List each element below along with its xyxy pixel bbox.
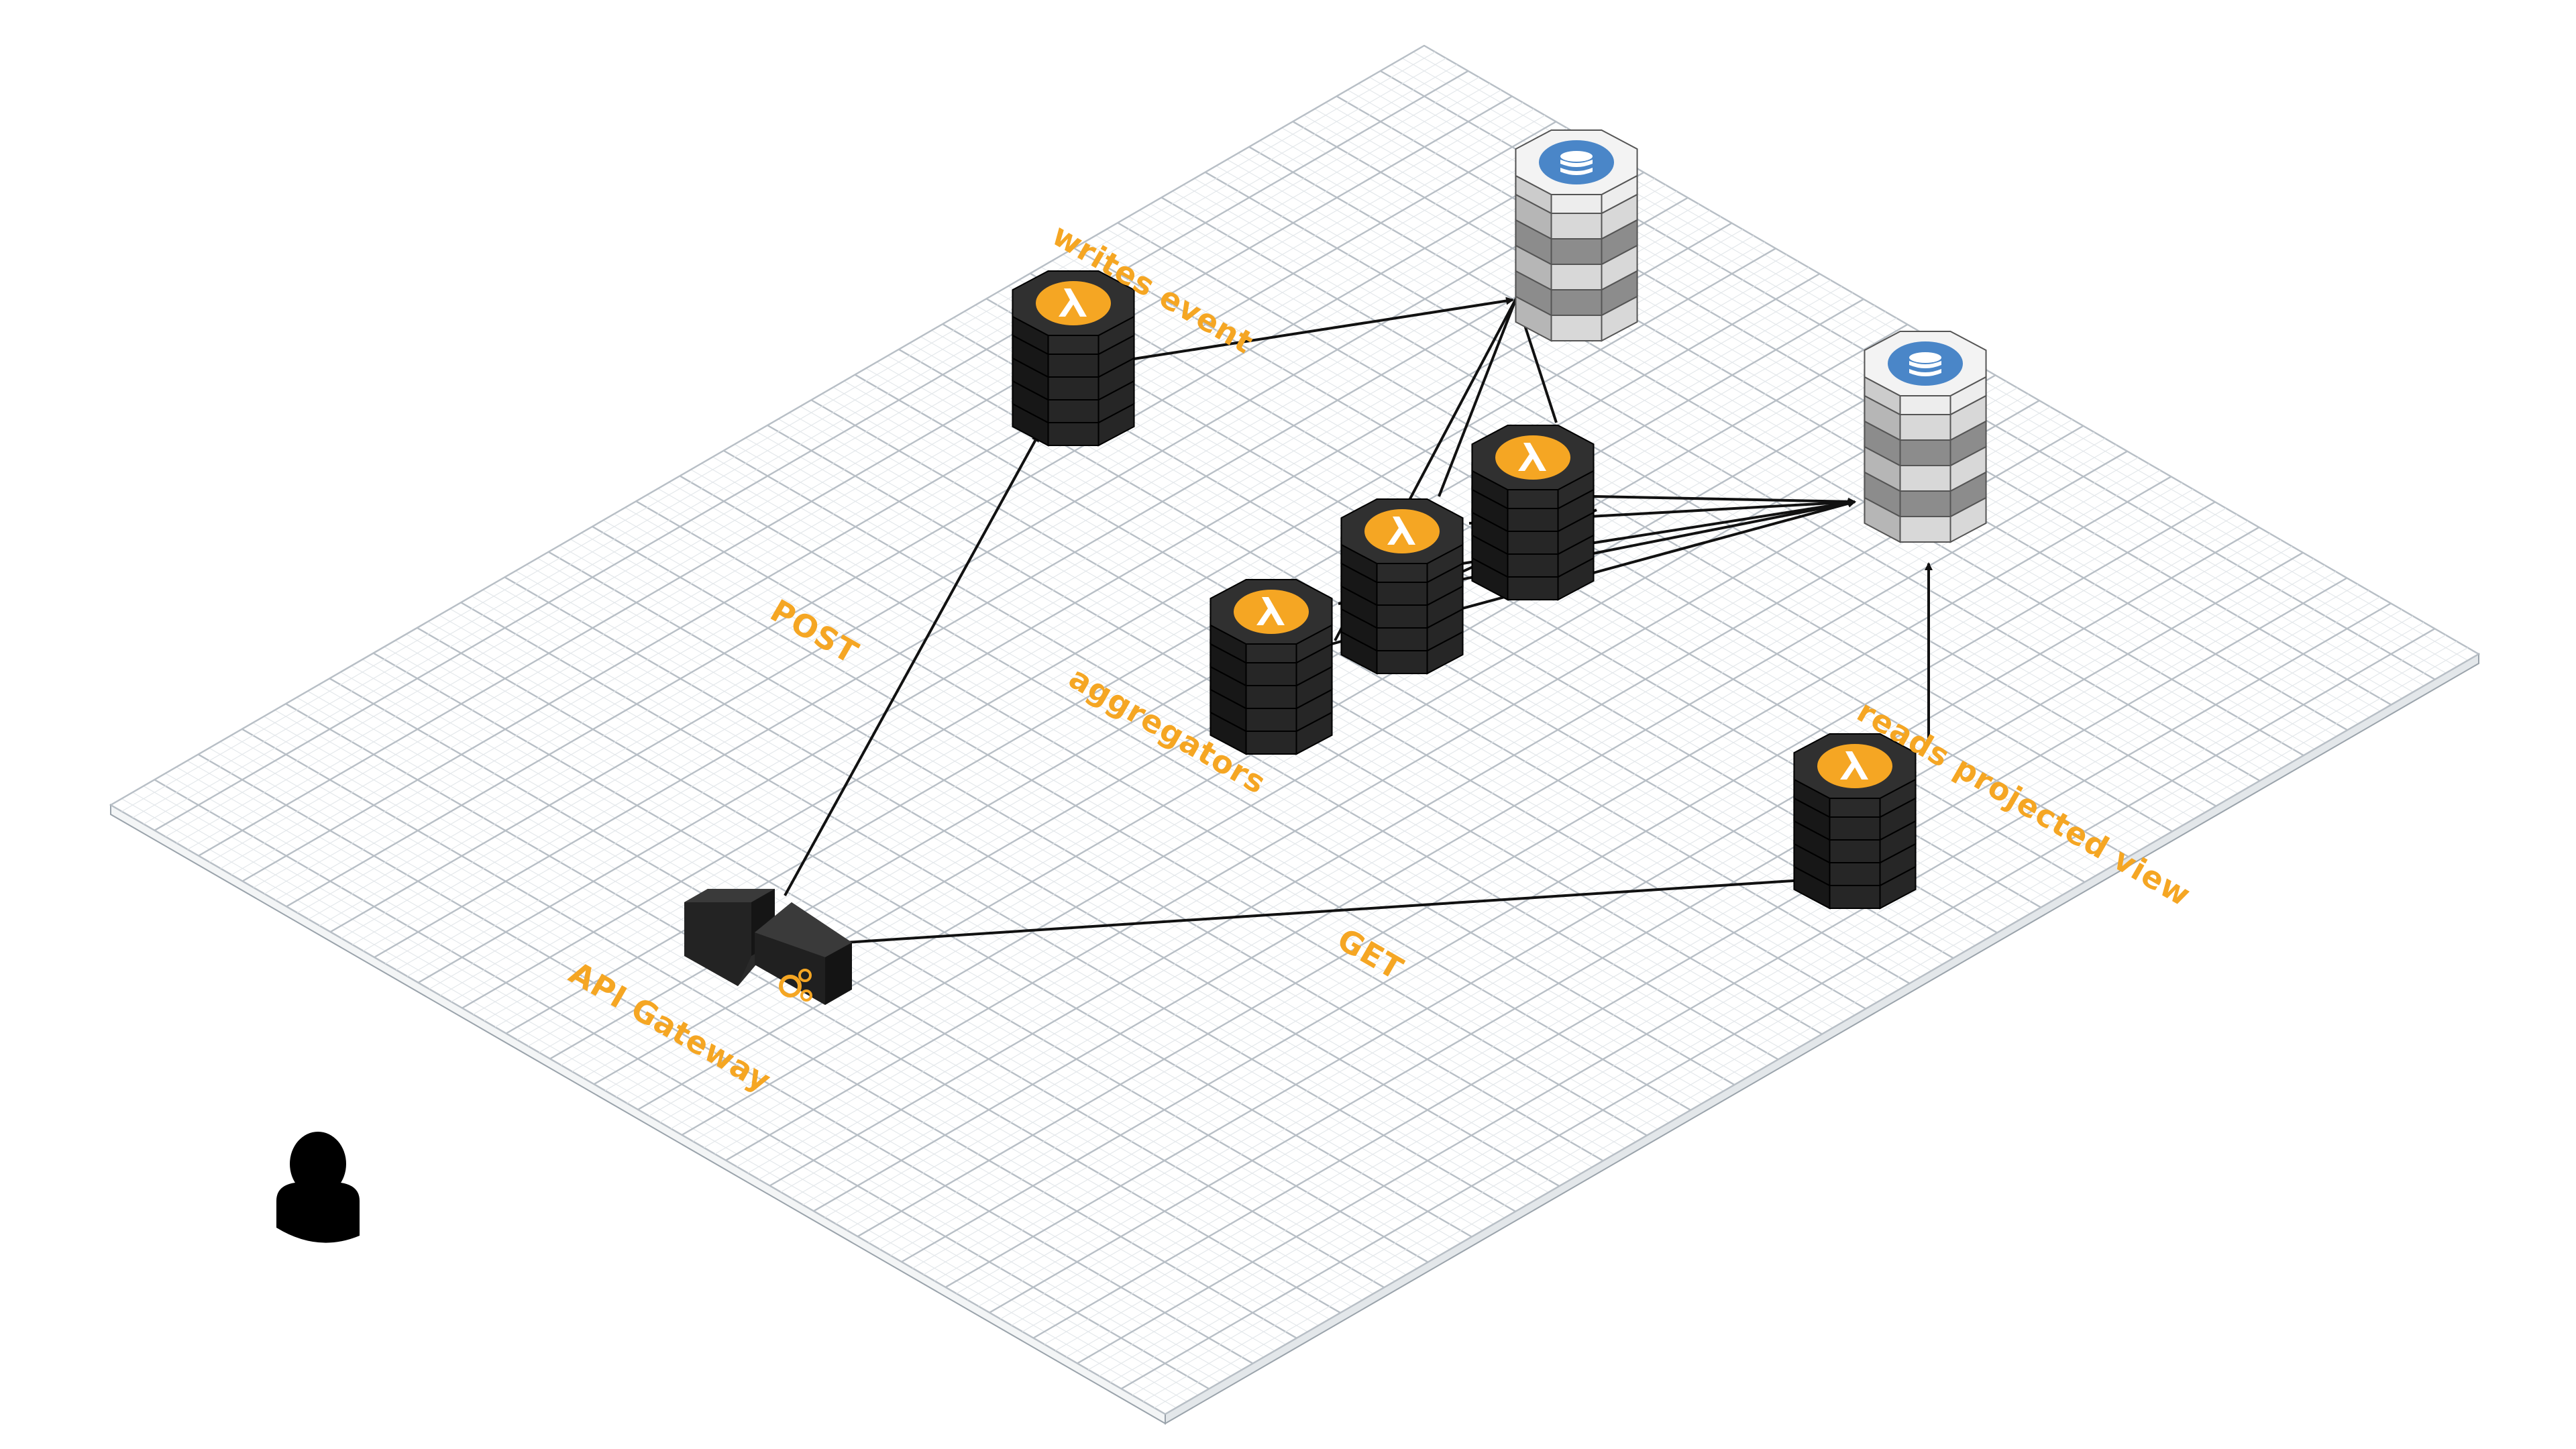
- lambda-node[interactable]: [1793, 733, 1917, 910]
- edge-lambda-agg-3-to-dynamodb-views: [1593, 495, 1856, 506]
- edge-api-gateway-to-lambda-writer: [784, 433, 1040, 896]
- dynamodb-node[interactable]: [1864, 330, 1987, 543]
- dynamodb-node[interactable]: [1515, 129, 1638, 342]
- lambda-node[interactable]: [1210, 578, 1333, 755]
- service-nodes: [276, 129, 1987, 1243]
- dynamodb-icon: [1888, 341, 1963, 386]
- api-gateway-node[interactable]: [684, 889, 852, 1005]
- lambda-node[interactable]: [1471, 424, 1595, 601]
- lambda-icon: [1036, 281, 1111, 325]
- dynamodb-icon: [1539, 140, 1614, 184]
- edge-api-gateway-to-lambda-reader: [845, 875, 1825, 944]
- lambda-icon: [1817, 744, 1892, 788]
- gear-icon: [779, 969, 812, 1002]
- lambda-node[interactable]: [1340, 498, 1464, 675]
- edge-lambda-writer-to-dynamodb-events: [1133, 297, 1514, 360]
- lambda-node[interactable]: [1012, 270, 1135, 447]
- user-icon: [276, 1132, 360, 1243]
- lambda-icon: [1364, 509, 1440, 553]
- lambda-icon: [1495, 435, 1570, 480]
- lambda-icon: [1234, 590, 1309, 634]
- edge-dynamodb-events-to-lambda-agg-2: [1438, 298, 1517, 497]
